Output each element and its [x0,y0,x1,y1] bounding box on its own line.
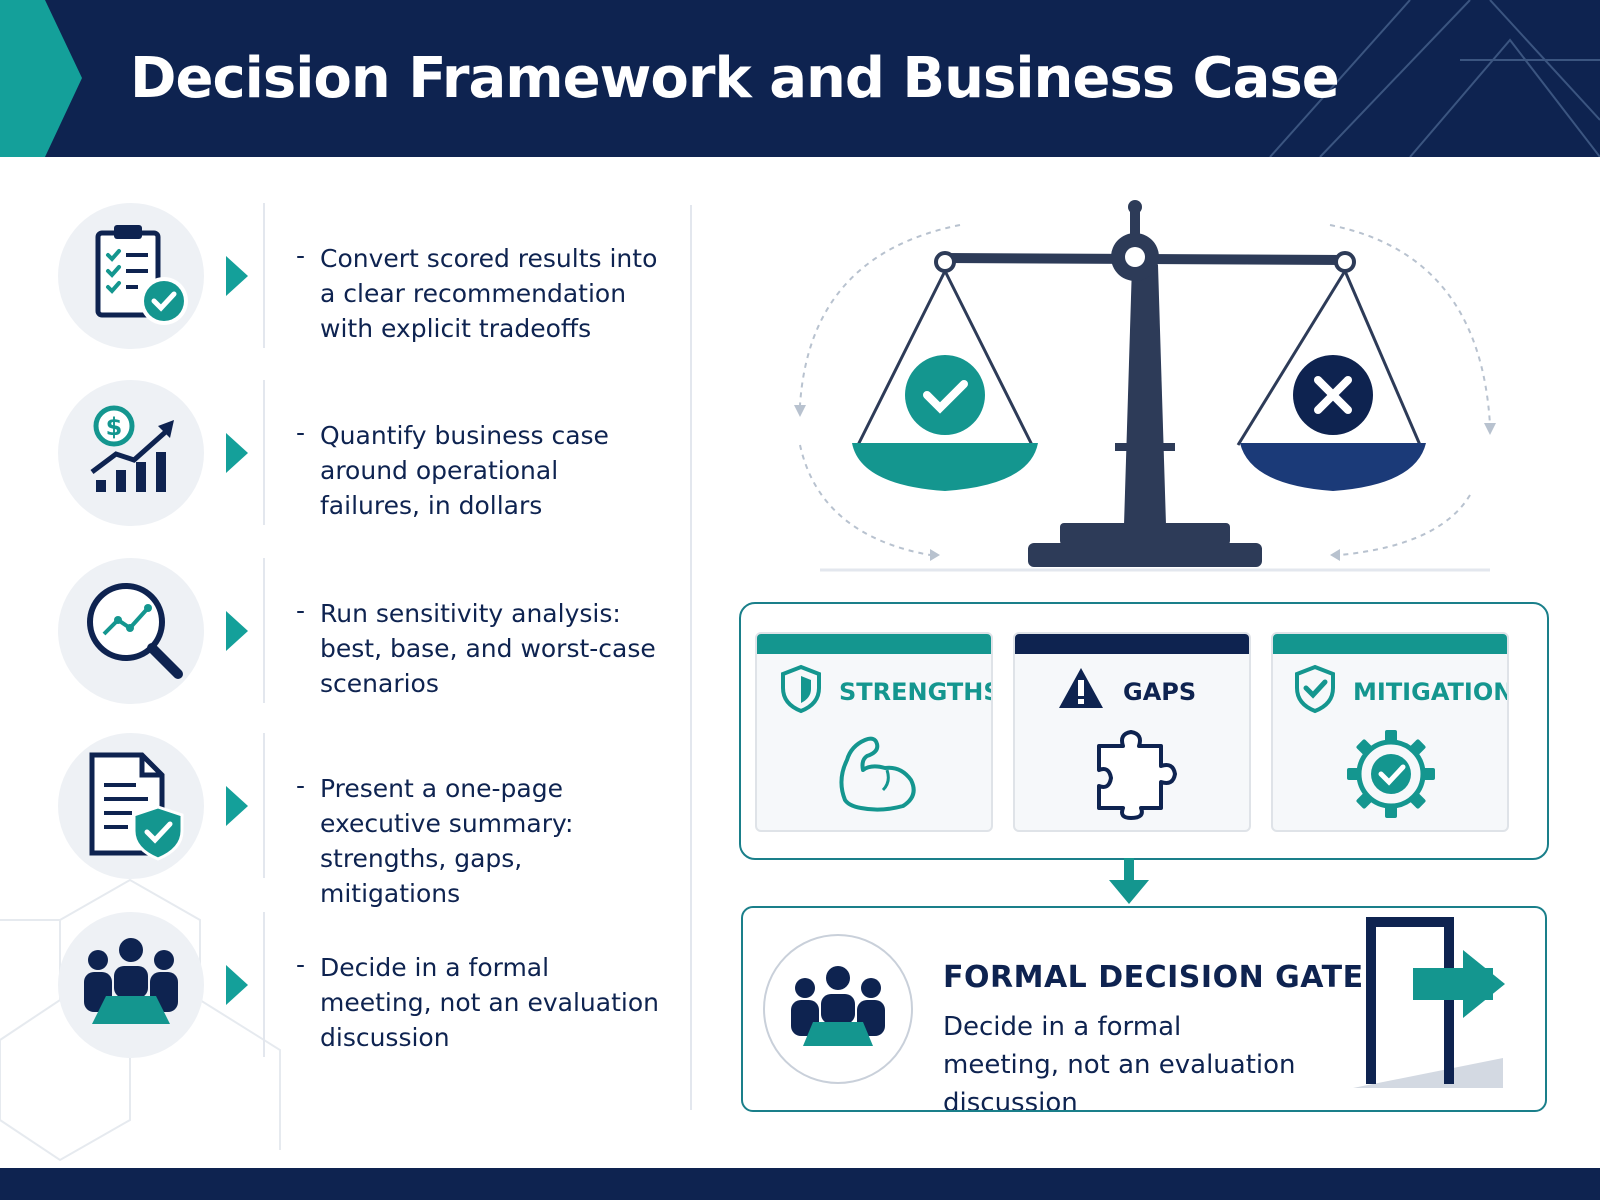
step-row-5: - Decide in a formal meeting, not an eva… [0,912,690,1062]
puzzle-piece-icon [1097,730,1177,820]
check-circle-icon [905,355,985,435]
meeting-group-icon [763,934,913,1084]
mitigations-card: MITIGATIONS [1271,632,1509,832]
step-text: Present a one-page executive summary: st… [320,774,574,908]
card-accent-bar [757,634,991,654]
dollar-growth-chart-icon: $ [58,380,204,526]
muscle-arm-icon [839,736,916,812]
bullet-dash: - [296,771,306,800]
step-arrow-icon [226,256,248,296]
step-row-1: - Convert scored results into a clear re… [0,203,690,353]
shield-icon [781,664,821,714]
bullet-dash: - [296,950,306,979]
card-label: STRENGTHS [839,678,993,706]
step-arrow-icon [226,611,248,651]
decision-gate-description: Decide in a formal meeting, not an evalu… [943,1012,1296,1112]
step-text: Quantify business case around operationa… [320,421,609,520]
clipboard-check-icon [58,203,204,349]
card-accent-bar [1015,634,1249,654]
down-arrow-icon [1109,858,1149,904]
bullet-dash: - [296,241,306,270]
card-label: MITIGATIONS [1353,678,1507,706]
door-exit-icon [1353,917,1505,1088]
header-banner: Decision Framework and Business Case [0,0,1600,157]
step-row-2: $ - Quantify business case around operat… [0,380,690,530]
step-row-4: - Present a one-page executive summary: … [0,733,690,908]
bullet-dash: - [296,418,306,447]
step-arrow-icon [226,433,248,473]
step-separator [263,912,265,1057]
header-accent-chevron [0,0,82,157]
warning-icon [1059,668,1103,708]
step-text: Convert scored results into a clear reco… [320,244,658,343]
cycle-arrows [799,224,1491,556]
meeting-group-icon [58,912,204,1058]
strengths-card: STRENGTHS [755,632,993,832]
gaps-card: GAPS [1013,632,1251,832]
page-title: Decision Framework and Business Case [130,46,1340,111]
step-separator [263,733,265,878]
decision-gate-title: FORMAL DECISION GATE [943,960,1364,995]
magnifier-trend-icon [58,558,204,704]
svg-text:$: $ [106,413,123,441]
step-text: Run sensitivity analysis: best, base, an… [320,599,656,698]
shield-check-icon [1295,664,1335,714]
header-line-decoration [1269,0,1600,157]
gear-check-icon [1347,730,1435,818]
decision-gate-box: FORMAL DECISION GATE Decide in a formal … [741,906,1547,1112]
balance-scale-illustration [794,200,1496,572]
x-circle-icon [1293,355,1373,435]
document-shield-icon [58,733,204,879]
executive-summary-panel: STRENGTHS GAPS MITIGATIONS [739,602,1549,860]
bullet-dash: - [296,596,306,625]
step-row-3: - Run sensitivity analysis: best, base, … [0,558,690,708]
step-separator [263,203,265,348]
footer-bar [0,1168,1600,1200]
step-arrow-icon [226,965,248,1005]
step-text: Decide in a formal meeting, not an evalu… [320,953,659,1052]
step-separator [263,380,265,525]
step-separator [263,558,265,703]
column-divider [690,205,692,1110]
card-label: GAPS [1123,678,1197,706]
step-arrow-icon [226,786,248,826]
card-accent-bar [1273,634,1507,654]
